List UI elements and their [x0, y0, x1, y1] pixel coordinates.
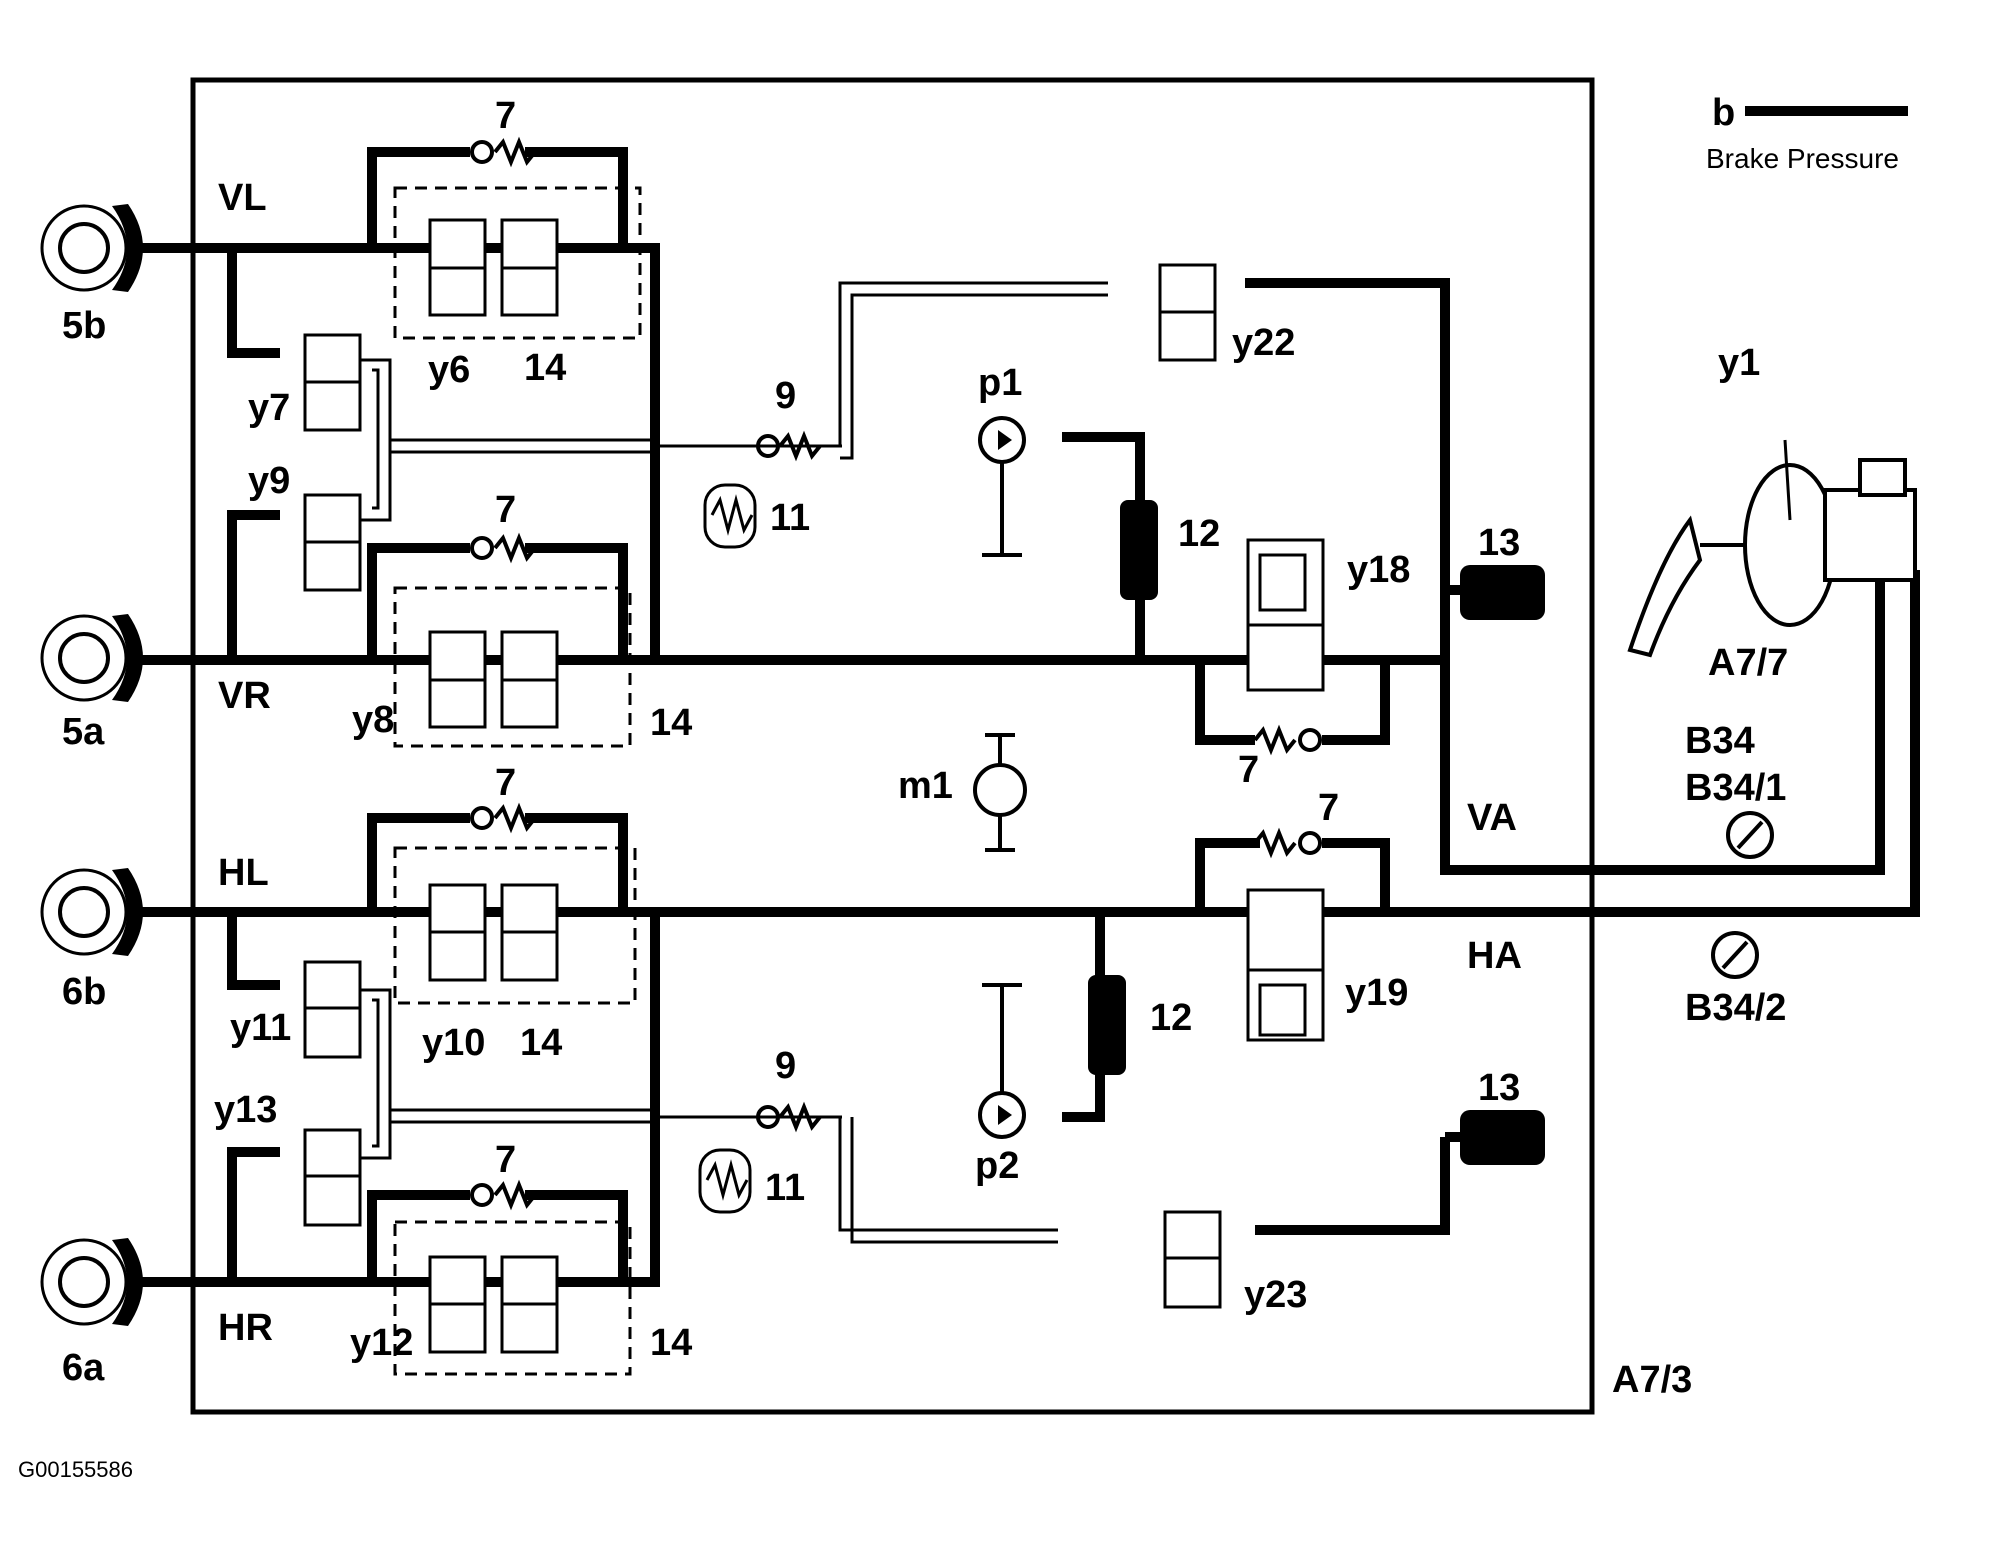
- accumulators: [698, 483, 757, 1214]
- check-valves: [470, 136, 1322, 1211]
- pump-label-p1: p1: [978, 362, 1022, 404]
- brake-booster-unit: [1627, 439, 1917, 658]
- valve-label-y10: y10: [422, 1022, 485, 1064]
- valve-label-y9: y9: [248, 460, 290, 502]
- valve-label-y7: y7: [248, 387, 290, 429]
- circuit-label-va: VA: [1467, 797, 1517, 839]
- circuit-label-vl: VL: [218, 177, 267, 219]
- wheel-label-5a: 5a: [62, 711, 105, 753]
- part-label-7-e: 7: [1238, 749, 1259, 791]
- sensor-label-b34-1: B34/1: [1685, 767, 1786, 809]
- assembly-frame: [190, 77, 1595, 1415]
- valve-label-y8: y8: [352, 699, 394, 741]
- assembly-label: A7/3: [1612, 1359, 1692, 1401]
- part-label-7-f: 7: [1318, 787, 1339, 829]
- valve-label-y12: y12: [350, 1322, 413, 1364]
- wheel-label-6b: 6b: [62, 971, 106, 1013]
- wheel-brake-front-left: [40, 204, 143, 292]
- part-label-9-a: 9: [775, 375, 796, 417]
- diagram-labels: VL VR HL HR VA HA y6 y7 y8 y9 y10 y11 y1…: [214, 95, 1788, 1364]
- valve-label-y13: y13: [214, 1089, 277, 1131]
- pump-p1: [978, 416, 1026, 557]
- part-label-14-c: 14: [520, 1022, 562, 1064]
- wheel-brake-front-right: [40, 614, 143, 702]
- part-label-13-b: 13: [1478, 1067, 1520, 1109]
- wheel-label-6a: 6a: [62, 1347, 105, 1389]
- motor-m1: [973, 733, 1027, 852]
- pressure-sensors: [1711, 811, 1774, 979]
- valve-label-y22: y22: [1232, 322, 1295, 364]
- label-a7-7: A7/7: [1708, 642, 1788, 684]
- wheel-brake-rear-left: [40, 868, 143, 956]
- circuit-label-ha: HA: [1467, 935, 1522, 977]
- brake-pressure-lines: [140, 147, 1920, 1287]
- part-label-14-a: 14: [524, 347, 566, 389]
- part-label-11-b: 11: [765, 1167, 805, 1209]
- part-label-11-a: 11: [770, 497, 810, 539]
- motor-label-m1: m1: [898, 765, 953, 807]
- part-label-13-a: 13: [1478, 522, 1520, 564]
- part-label-12-a: 12: [1178, 513, 1220, 555]
- valve-label-y23: y23: [1244, 1274, 1307, 1316]
- image-ref-label: G00155586: [18, 1457, 133, 1482]
- sensor-label-b34-2: B34/2: [1685, 987, 1786, 1029]
- pressure-limit-boxes: [393, 186, 642, 1376]
- legend-text: Brake Pressure: [1706, 143, 1899, 174]
- return-lines: [360, 281, 1108, 1244]
- solenoid-valves: [303, 218, 1325, 1354]
- part-label-14-d: 14: [650, 1322, 692, 1364]
- part-label-7-d: 7: [495, 1139, 516, 1181]
- legend: b Brake Pressure: [1706, 92, 1908, 174]
- part-label-7-b: 7: [495, 489, 516, 531]
- part-label-14-b: 14: [650, 702, 692, 744]
- part-label-9-b: 9: [775, 1045, 796, 1087]
- part-label-12-b: 12: [1150, 997, 1192, 1039]
- circuit-label-vr: VR: [218, 675, 271, 717]
- pump-label-p2: p2: [975, 1145, 1019, 1187]
- damper-chambers: [1088, 500, 1158, 1075]
- accumulators-13: [1460, 565, 1545, 1165]
- valve-label-y11: y11: [230, 1007, 291, 1049]
- pump-p2: [978, 983, 1026, 1139]
- valve-label-y18: y18: [1347, 549, 1410, 591]
- sensor-label-b34: B34: [1685, 720, 1755, 762]
- part-label-7-a: 7: [495, 95, 516, 137]
- circuit-label-hl: HL: [218, 852, 269, 894]
- valve-label-y6: y6: [428, 349, 470, 391]
- wheel-brake-rear-right: [40, 1238, 143, 1326]
- circuit-label-hr: HR: [218, 1307, 273, 1349]
- wheel-label-5b: 5b: [62, 305, 106, 347]
- valve-label-y19: y19: [1345, 972, 1408, 1014]
- label-y1: y1: [1718, 342, 1760, 384]
- part-label-7-c: 7: [495, 762, 516, 804]
- legend-symbol: b: [1712, 92, 1735, 134]
